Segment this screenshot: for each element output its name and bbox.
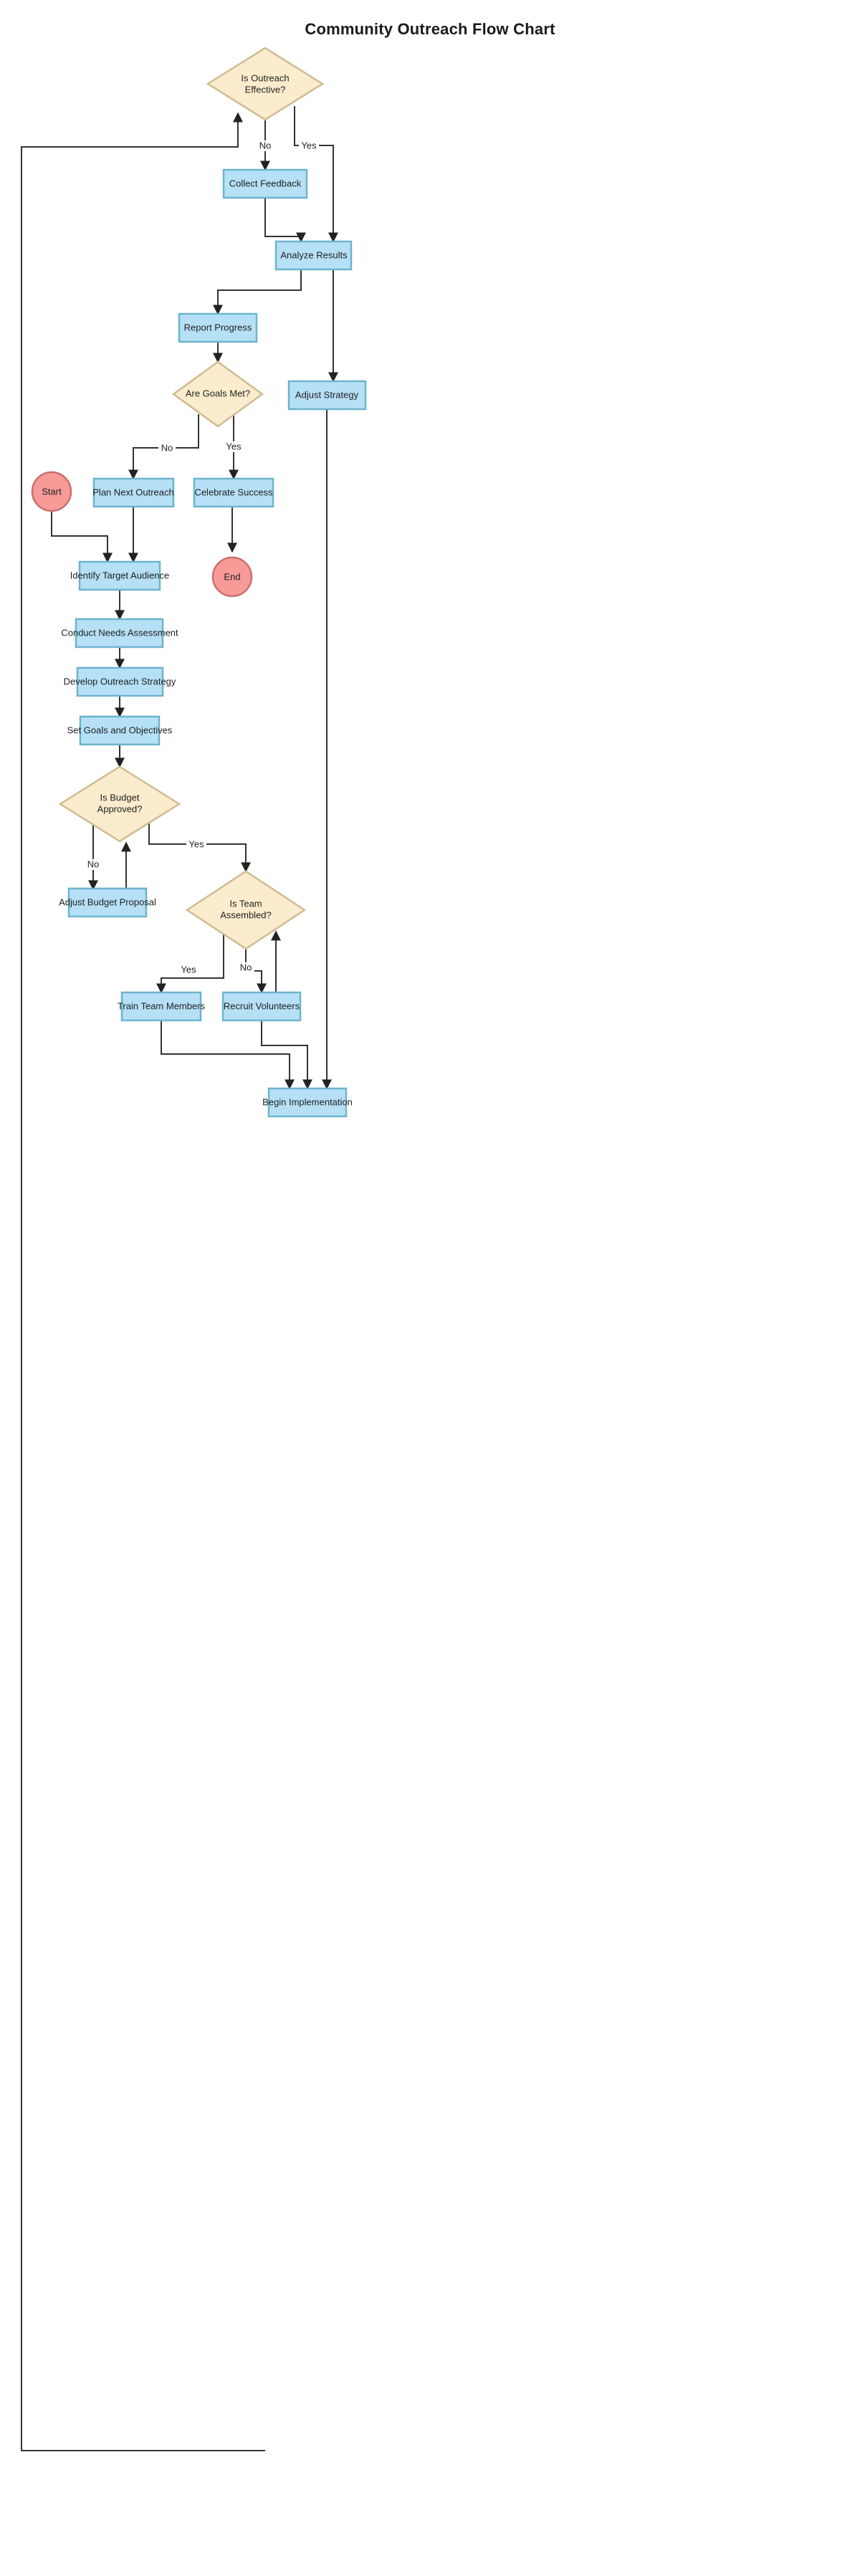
- node-analyze-results[interactable]: Analyze Results: [274, 240, 353, 271]
- edge-label-outreach-no-text: No: [259, 140, 272, 150]
- node-report-progress[interactable]: Report Progress: [178, 312, 258, 343]
- node-recruit-volunteers[interactable]: Recruit Volunteers: [221, 991, 302, 1022]
- edge-label-team-no: No: [237, 962, 254, 973]
- edge-label-budget-no: No: [85, 858, 102, 870]
- edge-label-budget-no-text: No: [87, 858, 100, 869]
- node-start[interactable]: Start: [31, 471, 72, 512]
- edge-begin-to-outreach: [21, 112, 265, 2451]
- node-adjust-strategy[interactable]: Adjust Strategy: [287, 380, 367, 411]
- page-title: Community Outreach Flow Chart: [305, 20, 555, 38]
- nodes-layer: Is Outreach Effective? Collect Feedback …: [31, 47, 367, 1118]
- edge-label-budget-yes: Yes: [186, 838, 206, 850]
- edge-label-outreach-yes: Yes: [299, 140, 319, 151]
- edge-labels-layer: No Yes No Yes No Yes Yes No: [85, 140, 319, 975]
- edge-team-yes: [156, 932, 224, 994]
- edge-label-outreach-no: No: [257, 140, 274, 151]
- node-adjust-budget-proposal[interactable]: Adjust Budget Proposal: [59, 887, 156, 918]
- edge-label-budget-yes-text: Yes: [188, 838, 204, 849]
- edge-train-to-begin: [161, 1020, 295, 1090]
- edge-label-team-no-text: No: [240, 962, 252, 972]
- node-plan-next-outreach[interactable]: Plan Next Outreach: [92, 477, 175, 508]
- edges-layer: [21, 106, 338, 2451]
- edge-label-goals-no-text: No: [161, 442, 173, 453]
- edge-label-team-yes-text: Yes: [181, 964, 196, 975]
- edge-label-team-yes: Yes: [178, 964, 199, 975]
- node-end[interactable]: End: [211, 556, 253, 598]
- edge-label-goals-no: No: [158, 442, 176, 454]
- node-begin-implementation[interactable]: Begin Implementation: [262, 1087, 353, 1118]
- edge-recruit-to-begin: [261, 1020, 312, 1090]
- edge-label-goals-yes-text: Yes: [226, 441, 242, 451]
- node-train-team-members[interactable]: Train Team Members: [118, 991, 206, 1022]
- node-collect-feedback[interactable]: Collect Feedback: [222, 168, 308, 199]
- node-are-goals-met[interactable]: Are Goals Met?: [171, 360, 264, 428]
- node-develop-outreach-strategy[interactable]: Develop Outreach Strategy: [64, 666, 176, 697]
- edge-start-to-identify: [51, 511, 113, 563]
- edge-label-outreach-yes-text: Yes: [301, 140, 317, 150]
- node-conduct-needs-assessment[interactable]: Conduct Needs Assessment: [61, 618, 178, 648]
- node-is-budget-approved[interactable]: Is Budget Approved?: [58, 765, 181, 843]
- edge-label-goals-yes: Yes: [224, 441, 244, 452]
- node-is-team-assembled[interactable]: Is Team Assembled?: [185, 870, 307, 950]
- edge-feedback-to-analyze: [264, 198, 306, 243]
- node-identify-target-audience[interactable]: Identify Target Audience: [70, 560, 170, 591]
- edge-analyze-to-report: [213, 269, 302, 315]
- node-celebrate-success[interactable]: Celebrate Success: [193, 477, 274, 508]
- node-set-goals-and-objectives[interactable]: Set Goals and Objectives: [67, 715, 173, 746]
- node-is-outreach-effective[interactable]: Is Outreach Effective?: [206, 47, 325, 121]
